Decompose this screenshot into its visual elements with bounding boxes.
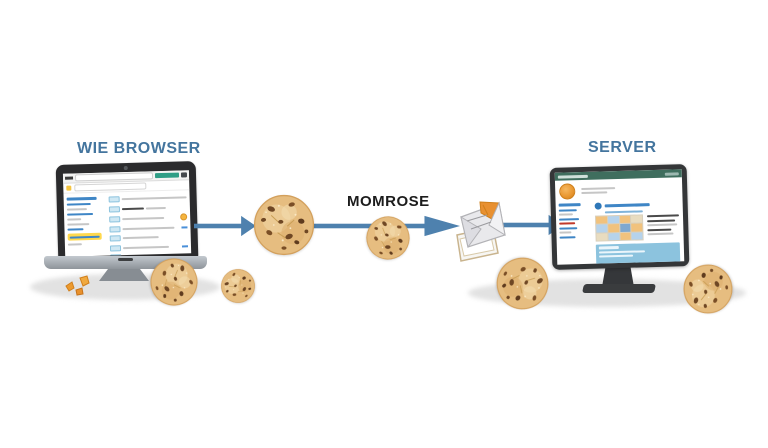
list-item: [108, 194, 187, 203]
cookie-icon: [214, 262, 262, 310]
browser-page: [62, 170, 192, 257]
highlight-text: [69, 235, 100, 239]
server-sidebar: [556, 200, 593, 265]
browser-action-button: [154, 172, 180, 179]
detail-list: [646, 213, 680, 240]
search-input-skeleton: [74, 182, 147, 192]
data-table: [594, 214, 644, 242]
breadcrumb-skeleton: [581, 191, 608, 195]
address-bar: [74, 172, 154, 182]
crumbs-icon: [65, 275, 90, 296]
breadcrumb-skeleton: [581, 187, 616, 191]
sidebar-link: [66, 203, 91, 206]
sidebar-alert-link: [559, 222, 576, 225]
avatar-icon: [594, 202, 602, 210]
star-icon: [180, 213, 188, 221]
result-list: [105, 190, 191, 257]
sidebar-link: [67, 228, 84, 231]
list-item: [109, 243, 189, 251]
browser-title: WIE BROWSER: [77, 140, 201, 157]
browser-logo: [65, 176, 74, 180]
cookie-icon-large: [253, 194, 315, 256]
info-banner: [595, 242, 681, 265]
menu-icon: [180, 172, 188, 178]
highlighted-link: [67, 232, 102, 241]
server-page: [554, 169, 685, 265]
sidebar-heading: [66, 196, 97, 201]
list-item: [109, 224, 188, 232]
list-item: [108, 204, 187, 213]
server-page-body: [556, 197, 685, 265]
monitor-base: [582, 284, 656, 293]
monitor-screen: [549, 164, 690, 270]
sidebar-text: [67, 218, 82, 221]
bookmark-icon: [66, 185, 72, 191]
webcam-icon: [123, 165, 128, 171]
seal-badge-icon: [559, 183, 576, 200]
list-item: [109, 213, 188, 222]
sidebar-text: [67, 243, 82, 246]
browser-page-body: [63, 190, 191, 257]
transfer-label: MOMROSE: [347, 193, 430, 210]
laptop-notch: [118, 258, 133, 261]
chrome-controls: [664, 171, 679, 176]
server-main-content: [591, 197, 685, 265]
monitor-illustration: [545, 162, 720, 302]
browser-sidebar: [63, 193, 107, 257]
arrow-right-icon: [194, 215, 256, 237]
envelope-icon: [456, 201, 506, 262]
article-title: [594, 200, 679, 210]
monitor-stand: [602, 265, 634, 287]
list-item: [109, 233, 188, 242]
laptop-stand: [99, 269, 149, 281]
server-title: SERVER: [588, 139, 657, 156]
laptop-screen: [55, 161, 199, 262]
sidebar-link: [67, 212, 94, 216]
sidebar-text: [67, 223, 90, 226]
sidebar-text: [66, 208, 87, 211]
chrome-title-bar: [557, 174, 588, 179]
